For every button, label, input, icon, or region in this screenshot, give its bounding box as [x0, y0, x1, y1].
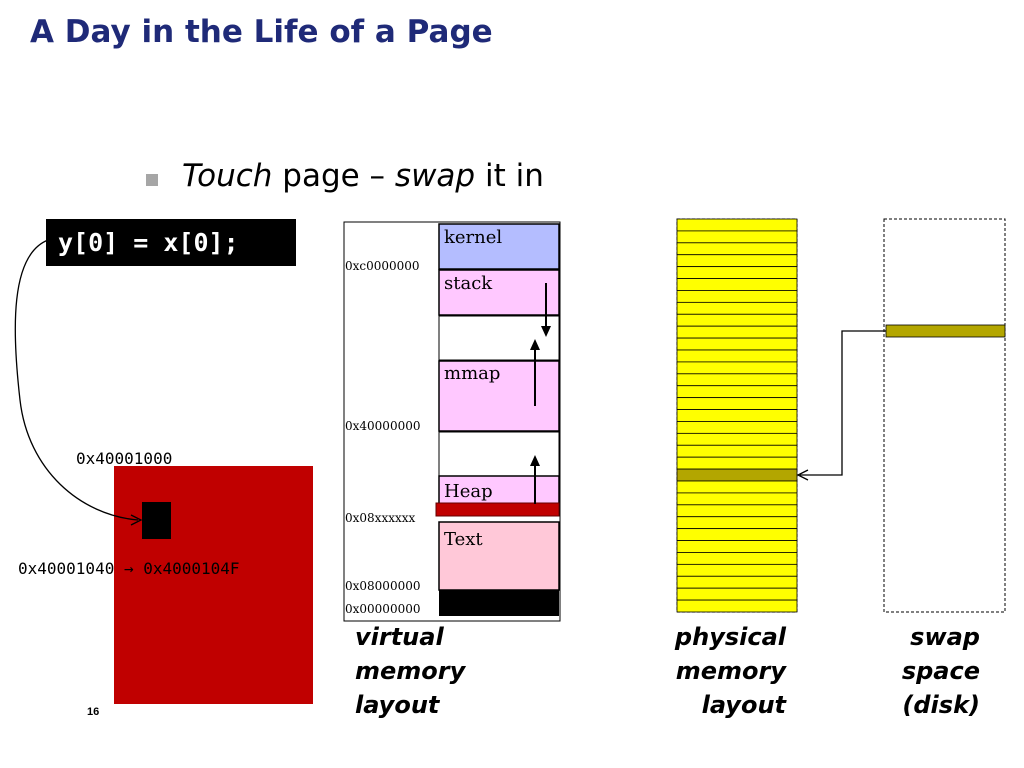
physical-frame: [676, 444, 798, 458]
bullet-word-itin: it in: [475, 158, 544, 194]
physical-frame: [676, 575, 798, 589]
vmem-gap-2: [438, 431, 560, 477]
physical-frame: [676, 421, 798, 434]
physical-frame: [676, 301, 798, 315]
vmem-heap-page-highlight: [435, 502, 560, 517]
vmem-addr-08000000: 0x08000000: [345, 579, 420, 593]
vmem-stack: [438, 269, 560, 316]
vmem-gap-1: [438, 315, 560, 361]
vmem-addr-00000000: 0x00000000: [345, 602, 420, 616]
vmem-addr-08xxxxxx: 0x08xxxxxx: [345, 511, 416, 525]
swapped-page: [885, 324, 1006, 338]
physical-frame: [676, 242, 798, 256]
page-start-address: 0x40001000: [76, 449, 173, 468]
vmem-addr-c0000000: 0xc0000000: [345, 259, 420, 273]
bullet-marker: [146, 174, 158, 186]
vmem-label-heap: Heap: [444, 481, 493, 502]
physical-frame: [676, 540, 798, 553]
stack-growth-arrowhead: [541, 326, 551, 337]
accessed-address-range: 0x40001040 → 0x4000104F: [18, 559, 240, 578]
vmem-reserved: [439, 590, 559, 616]
swap-in-arrowhead: [796, 469, 809, 481]
caption-swap-line1: swap: [910, 623, 980, 651]
physical-frame: [676, 313, 798, 327]
caption-swap-line3: (disk): [902, 691, 980, 719]
bullet-word-page: page –: [272, 158, 395, 194]
physical-frame: [676, 218, 798, 232]
physical-frame: [676, 409, 798, 422]
physical-frame: [676, 290, 798, 303]
vmem-label-text: Text: [444, 529, 483, 550]
vmem-label-stack: stack: [444, 273, 493, 294]
physical-frame: [676, 563, 798, 577]
accessed-word-block: [142, 502, 171, 539]
physical-frame: [676, 397, 798, 410]
code-to-word-arrowhead: [130, 514, 143, 526]
physical-frame: [676, 599, 798, 613]
physical-frame: [676, 504, 798, 518]
vmem-mmap: [438, 360, 560, 432]
physical-frame: [676, 254, 798, 268]
caption-physical-line2: memory: [675, 657, 786, 685]
physical-frame: [676, 266, 798, 279]
swap-space-frame: [883, 218, 1006, 613]
slide-title: A Day in the Life of a Page: [30, 14, 493, 50]
physical-frame: [676, 230, 798, 244]
physical-frame: [676, 385, 798, 399]
swap-in-arrow: [800, 330, 886, 476]
physical-frame: [676, 516, 798, 530]
vmem-text: [438, 521, 560, 591]
caption-virtual-line1: virtual: [355, 623, 444, 651]
physical-frame: [676, 432, 798, 446]
caption-virtual-memory: virtual memory layout: [355, 620, 465, 722]
virtual-memory-layout: kernel stack mmap Heap Text 0xc0000000 0…: [343, 221, 561, 622]
caption-physical-memory: physical memory layout: [660, 620, 786, 722]
vmem-heap: [438, 475, 560, 505]
vmem-label-kernel: kernel: [444, 227, 502, 248]
vmem-label-mmap: mmap: [444, 363, 500, 384]
physical-frame: [676, 456, 798, 470]
code-to-word-arrow: [14, 239, 139, 521]
swap-space: [883, 218, 1006, 613]
bullet-word-touch: Touch: [182, 158, 273, 194]
physical-frame: [676, 325, 798, 339]
physical-frame-swapped-in: [676, 468, 798, 482]
physical-frame: [676, 349, 798, 363]
caption-physical-line1: physical: [674, 623, 786, 651]
physical-frame: [676, 528, 798, 541]
physical-frame: [676, 552, 798, 565]
caption-swap-space: swap space (disk): [880, 620, 980, 722]
heap-growth-arrowhead: [530, 455, 540, 466]
physical-frame: [676, 492, 798, 506]
mmap-growth-arrowhead: [530, 339, 540, 350]
physical-frame: [676, 361, 798, 375]
physical-frame: [676, 587, 798, 601]
caption-swap-line2: space: [901, 657, 980, 685]
code-snippet: y[0] = x[0];: [46, 219, 296, 266]
bullet-text: Touch page – swap it in: [182, 158, 544, 194]
vmem-addr-40000000: 0x40000000: [345, 419, 420, 433]
caption-physical-line3: layout: [701, 691, 786, 719]
caption-virtual-line2: memory: [355, 657, 466, 685]
physical-frame: [676, 373, 798, 387]
physical-frame: [676, 337, 798, 351]
slide-number: 16: [87, 706, 100, 718]
bullet-word-swap: swap: [394, 158, 476, 194]
physical-frame: [676, 278, 798, 291]
caption-virtual-line3: layout: [355, 691, 440, 719]
vmem-kernel: [438, 223, 560, 270]
physical-frame: [676, 480, 798, 494]
physical-memory-layout: [676, 218, 798, 613]
